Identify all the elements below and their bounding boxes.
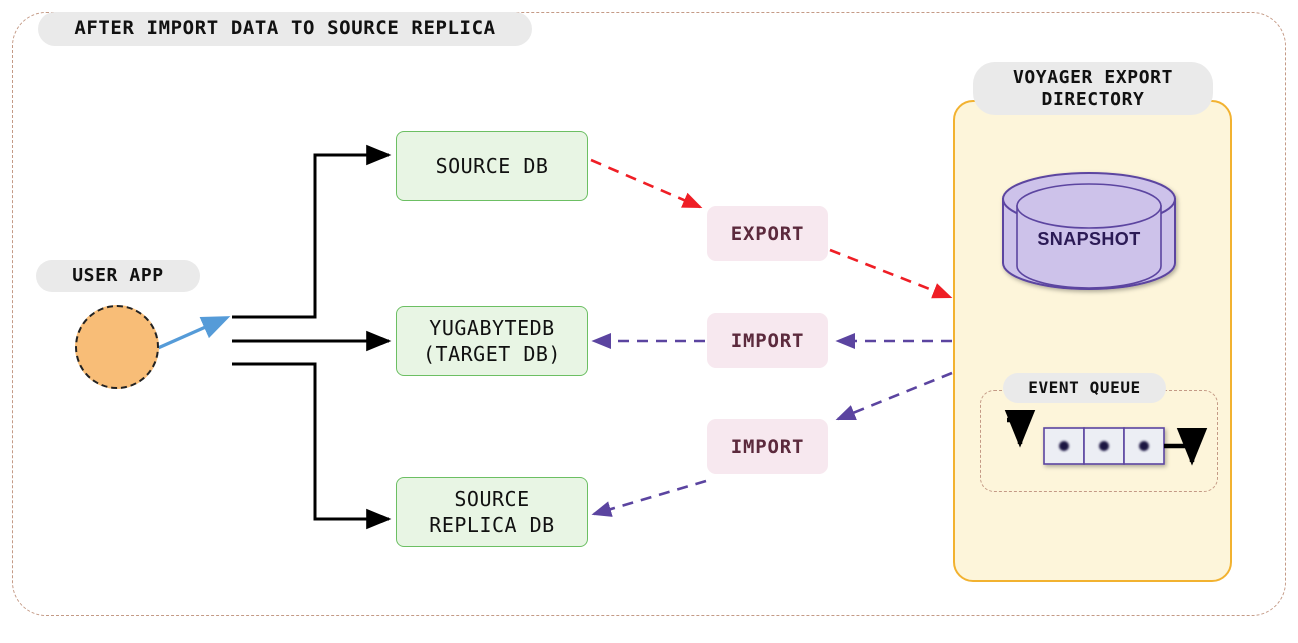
export-arrow-segment-2: [829, 248, 953, 299]
import-arrow-bottom-segment-1: [835, 371, 953, 421]
node-yugabytedb-target-label: YUGABYTEDB (TARGET DB): [423, 315, 561, 368]
event-queue-cells: [1043, 427, 1165, 465]
node-yugabytedb-target[interactable]: YUGABYTEDB (TARGET DB): [396, 306, 588, 376]
user-app-arrow: [157, 316, 231, 350]
flow-connector-replica-db: [232, 362, 392, 530]
voyager-title-line2: DIRECTORY: [1041, 88, 1145, 110]
user-app-title: USER APP: [36, 260, 200, 292]
node-source-db[interactable]: SOURCE DB: [396, 131, 588, 201]
event-queue-cell-dots: [1059, 441, 1149, 451]
voyager-title-lines: VOYAGER EXPORT DIRECTORY: [1013, 67, 1173, 111]
event-queue-inbound-arrow: [1004, 409, 1036, 448]
event-queue-title: EVENT QUEUE: [1003, 373, 1166, 403]
node-source-replica-db-line1: SOURCE: [454, 486, 530, 511]
node-yugabytedb-target-line1: YUGABYTEDB: [429, 315, 555, 340]
diagram-title: AFTER IMPORT DATA TO SOURCE REPLICA: [38, 12, 532, 46]
voyager-title-line1: VOYAGER EXPORT: [1012, 66, 1174, 88]
label-import-replica-text: IMPORT: [730, 435, 805, 458]
node-source-db-label: SOURCE DB: [435, 153, 549, 178]
flow-connector-source-db: [232, 144, 392, 319]
node-source-replica-db[interactable]: SOURCE REPLICA DB: [396, 477, 588, 547]
label-export[interactable]: EXPORT: [707, 206, 828, 261]
node-source-replica-db-label: SOURCE REPLICA DB: [429, 486, 554, 539]
node-source-replica-db-line2: REPLICA DB: [429, 513, 555, 537]
outer-group-container: [12, 12, 1286, 616]
snapshot-cylinder-icon: [1002, 172, 1176, 290]
user-app-circle-icon[interactable]: [75, 305, 159, 389]
label-import-target[interactable]: IMPORT: [707, 313, 828, 368]
label-import-target-text: IMPORT: [730, 329, 805, 352]
label-import-replica[interactable]: IMPORT: [707, 419, 828, 474]
export-arrow-segment-1: [590, 158, 703, 209]
import-arrow-bottom-segment-2: [591, 479, 707, 517]
node-yugabytedb-target-line2: (TARGET DB): [423, 342, 561, 366]
voyager-export-directory-title: VOYAGER EXPORT DIRECTORY: [973, 62, 1213, 115]
event-queue-outbound-arrow: [1164, 427, 1208, 466]
label-export-text: EXPORT: [730, 222, 805, 245]
